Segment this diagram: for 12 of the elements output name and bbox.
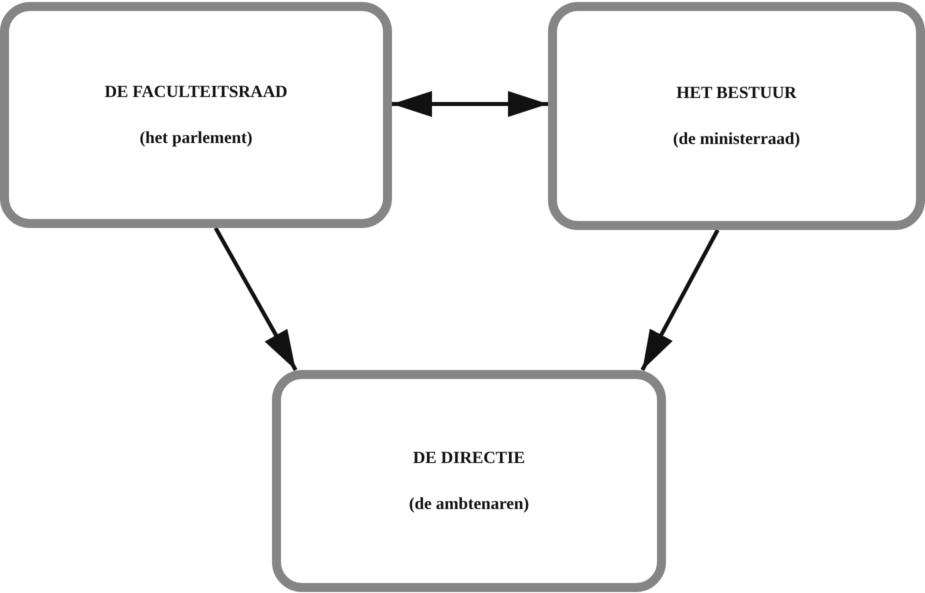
rounded-box <box>272 370 666 592</box>
box-subtitle: (het parlement) <box>140 128 252 148</box>
box-subtitle: (de ministerraad) <box>672 129 800 149</box>
arrow <box>214 227 298 371</box>
box-title: HET BESTUUR <box>676 83 797 103</box>
rounded-box <box>548 2 925 230</box>
arrow <box>392 91 548 117</box>
box-title: DE FACULTEITSRAAD <box>104 82 288 102</box>
rounded-box <box>0 2 392 228</box>
box-title: DE DIRECTIE <box>413 448 525 468</box>
arrow <box>640 229 720 371</box>
box-subtitle: (de ambtenaren) <box>408 494 530 514</box>
